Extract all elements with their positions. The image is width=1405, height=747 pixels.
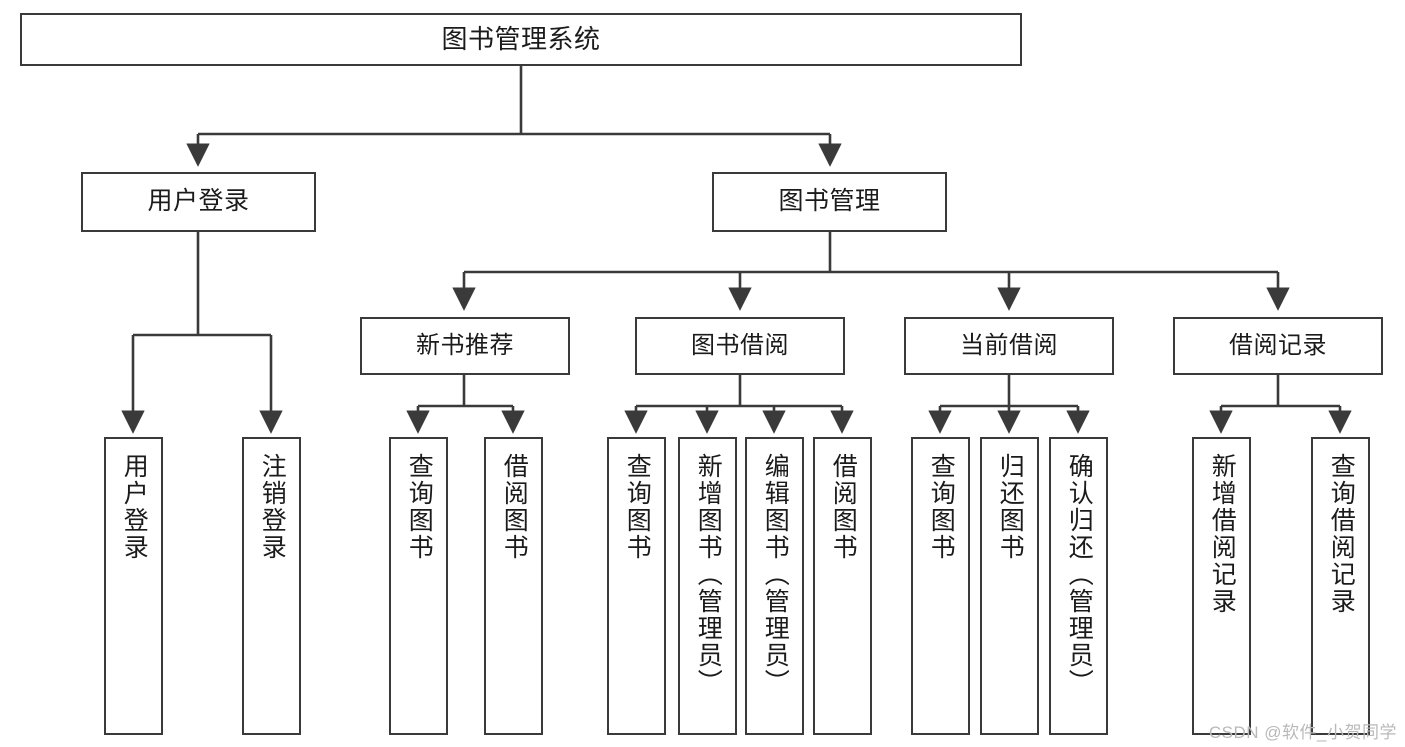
- leaf-query-borrow-record-label: 查询借阅记录: [1327, 453, 1356, 615]
- node-borrow-record-label: 借阅记录: [1229, 331, 1327, 359]
- leaf-query-book-2-label: 查询图书: [623, 453, 652, 561]
- leaf-borrow-book-2-label: 借阅图书: [829, 453, 858, 561]
- node-book-manage-label: 图书管理: [778, 187, 881, 216]
- leaf-query-book-1[interactable]: 查询图书: [389, 437, 448, 735]
- leaf-borrow-book-1[interactable]: 借阅图书: [484, 437, 543, 735]
- node-borrow-record[interactable]: 借阅记录: [1173, 317, 1383, 375]
- leaf-edit-book-admin[interactable]: 编辑图书（管理员）: [745, 437, 804, 735]
- leaf-add-borrow-record[interactable]: 新增借阅记录: [1192, 437, 1251, 735]
- leaf-edit-book-admin-label: 编辑图书（管理员）: [761, 453, 790, 696]
- leaf-return-book[interactable]: 归还图书: [980, 437, 1039, 735]
- node-current-borrow-label: 当前借阅: [960, 331, 1058, 359]
- leaf-return-book-label: 归还图书: [996, 453, 1025, 561]
- leaf-user-login[interactable]: 用户登录: [104, 437, 163, 735]
- leaf-add-book-admin[interactable]: 新增图书（管理员）: [678, 437, 737, 735]
- leaf-user-login-label: 用户登录: [120, 453, 149, 561]
- leaf-add-book-admin-label: 新增图书（管理员）: [694, 453, 723, 696]
- leaf-query-borrow-record[interactable]: 查询借阅记录: [1311, 437, 1370, 735]
- node-new-book-recommend-label: 新书推荐: [416, 331, 514, 359]
- node-current-borrow[interactable]: 当前借阅: [904, 317, 1114, 375]
- node-user-login[interactable]: 用户登录: [81, 172, 316, 232]
- watermark: CSDN @软件_小贺同学: [1208, 723, 1397, 742]
- node-root-label: 图书管理系统: [441, 24, 601, 55]
- leaf-query-book-3[interactable]: 查询图书: [911, 437, 970, 735]
- node-book-borrow-label: 图书借阅: [691, 331, 789, 359]
- leaf-borrow-book-2[interactable]: 借阅图书: [813, 437, 872, 735]
- node-book-manage[interactable]: 图书管理: [712, 172, 947, 232]
- node-new-book-recommend[interactable]: 新书推荐: [360, 317, 570, 375]
- leaf-query-book-3-label: 查询图书: [927, 453, 956, 561]
- leaf-confirm-return-admin[interactable]: 确认归还（管理员）: [1049, 437, 1108, 735]
- leaf-logout-login-label: 注销登录: [258, 453, 287, 561]
- leaf-logout-login[interactable]: 注销登录: [242, 437, 301, 735]
- leaf-confirm-return-admin-label: 确认归还（管理员）: [1065, 453, 1094, 696]
- leaf-borrow-book-1-label: 借阅图书: [500, 453, 529, 561]
- node-root[interactable]: 图书管理系统: [20, 13, 1022, 66]
- leaf-add-borrow-record-label: 新增借阅记录: [1208, 453, 1237, 615]
- node-user-login-label: 用户登录: [147, 187, 250, 216]
- node-book-borrow[interactable]: 图书借阅: [635, 317, 845, 375]
- leaf-query-book-2[interactable]: 查询图书: [607, 437, 666, 735]
- leaf-query-book-1-label: 查询图书: [405, 453, 434, 561]
